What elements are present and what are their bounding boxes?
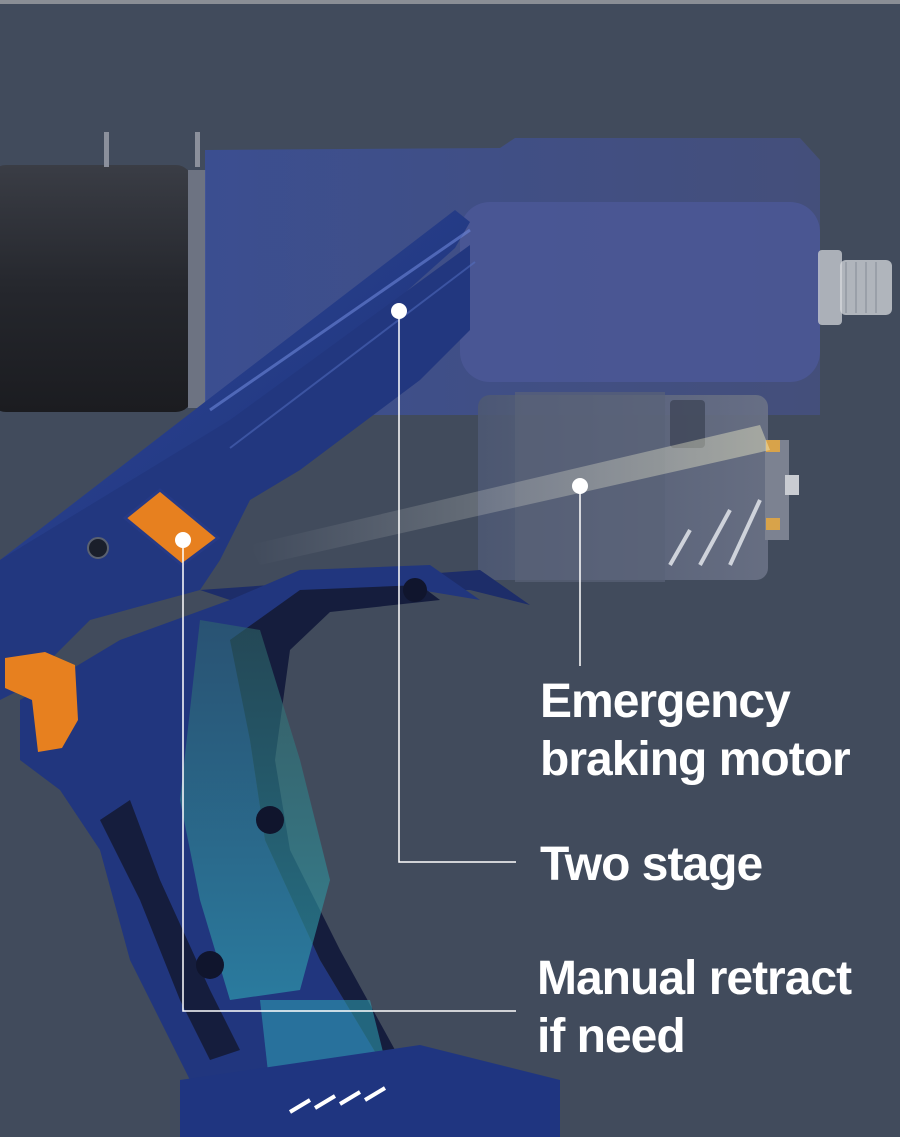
manual-retract-button [122,488,221,567]
callout-lines [182,311,581,1012]
stage-label-line1: Two stage [540,838,763,891]
retract-callout-dot [175,532,191,548]
front-barrel [0,132,206,412]
retract-leader-line [182,540,516,1012]
motor-label-line2: braking motor [540,733,851,786]
braking-motor [250,392,799,582]
retract-label-line1: Manual retract [537,952,852,1005]
motor-label-line1: Emergency [540,675,791,728]
screw [87,537,109,559]
battery-base [180,1045,560,1137]
trigger [5,652,78,752]
handle-grip [20,565,480,1137]
stage-leader-line [398,311,516,863]
two-stage-label: Two stage [540,836,763,894]
manual-retract-label: Manual retract if need [537,950,852,1066]
emergency-braking-motor-label: Emergency braking motor [540,673,851,789]
stage-callout-dot [391,303,407,319]
motor-callout-dot [572,478,588,494]
retract-label-line2: if need [537,1010,686,1063]
top-edge [0,0,900,4]
